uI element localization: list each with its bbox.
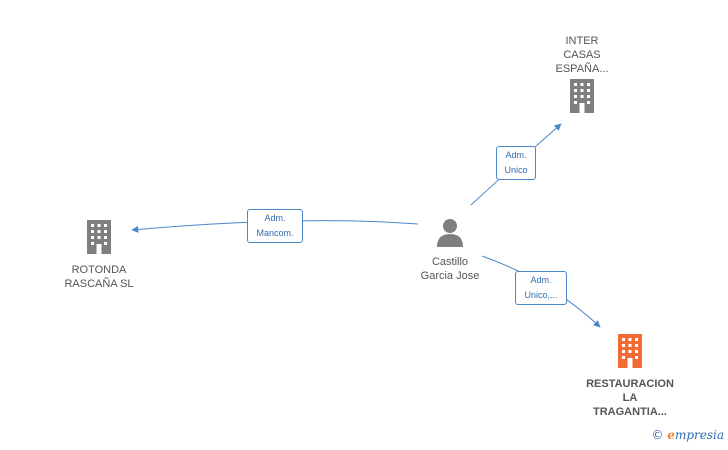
company-label-inter-casas: INTER CASAS ESPAÑA...: [555, 35, 609, 75]
building-icon: [87, 220, 111, 254]
brand-name: mpresia: [674, 428, 724, 442]
company-node-inter-casas[interactable]: INTER CASAS ESPAÑA...: [546, 34, 618, 118]
company-label-rotonda: ROTONDA RASCAÑA SL: [64, 264, 134, 290]
company-node-rotonda[interactable]: ROTONDA RASCAÑA SL: [58, 220, 140, 291]
building-icon-highlight: [618, 334, 642, 368]
company-label-restauracion: RESTAURACION LA TRAGANTIA...: [586, 378, 674, 418]
copyright-symbol: ©: [651, 428, 664, 442]
person-icon: [437, 219, 463, 247]
edge-label-adm-mancom[interactable]: Adm. Mancom.: [247, 209, 303, 243]
person-node-castillo[interactable]: Castillo Garcia Jose: [410, 217, 490, 283]
building-icon: [570, 79, 594, 113]
edge-label-adm-unico-etc[interactable]: Adm. Unico,...: [515, 271, 567, 305]
company-node-restauracion[interactable]: RESTAURACION LA TRAGANTIA...: [572, 334, 688, 419]
brand-e-letter: e: [667, 428, 675, 442]
person-label: Castillo Garcia Jose: [420, 256, 480, 282]
empresia-watermark: © empresia: [651, 428, 724, 442]
edge-label-adm-unico[interactable]: Adm. Unico: [496, 146, 536, 180]
